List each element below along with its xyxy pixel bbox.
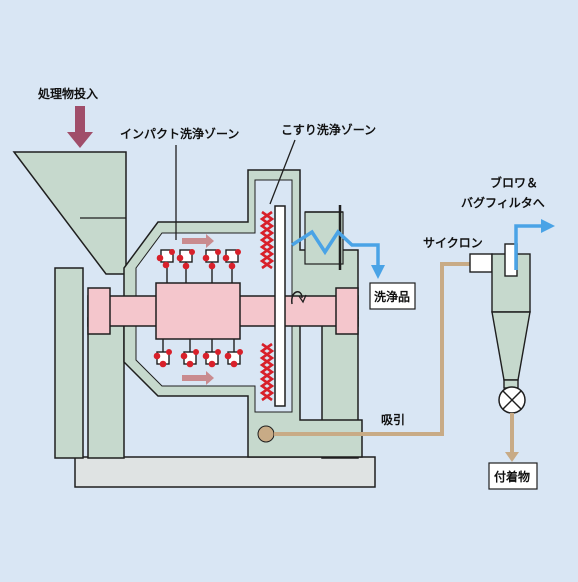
input-label: 処理物投入 (37, 86, 98, 101)
blower-label-line1: ブロワ＆ (490, 175, 538, 190)
washed-flow-arrow (291, 229, 385, 279)
left-frame (54, 267, 84, 459)
suction-label: 吸引 (381, 413, 405, 427)
suction-port (257, 425, 275, 443)
suction-line (274, 262, 470, 436)
input-arrow (67, 106, 93, 148)
impact-zone-label: インパクト洗浄ゾーン (120, 126, 239, 141)
rotation-arrow-bottom (182, 371, 214, 385)
machine-base (74, 456, 376, 488)
left-bearing-stand (87, 317, 125, 459)
rotation-arrow-top (182, 234, 214, 248)
cyclone-label: サイクロン (423, 236, 483, 250)
deposits-box (488, 462, 538, 490)
lower-hammers (156, 339, 241, 365)
exhaust-arrow (514, 219, 555, 270)
scrub-elements (259, 210, 275, 402)
outlet-screen (304, 211, 344, 265)
blower-label-line2: バグフィルタへ (461, 195, 545, 210)
feed-hopper (12, 151, 127, 275)
impact-rotor-hub (155, 282, 241, 340)
scrub-zone-leader (269, 139, 296, 205)
washed-product-label: 洗浄品 (374, 289, 410, 304)
scrub-disk (274, 205, 286, 407)
rotation-symbol (291, 291, 303, 305)
deposits-label: 付着物 (494, 469, 530, 484)
scrub-zone-label: こすり洗浄ゾーン (281, 122, 376, 137)
cyclone (469, 243, 531, 389)
washed-product-box (369, 282, 416, 310)
